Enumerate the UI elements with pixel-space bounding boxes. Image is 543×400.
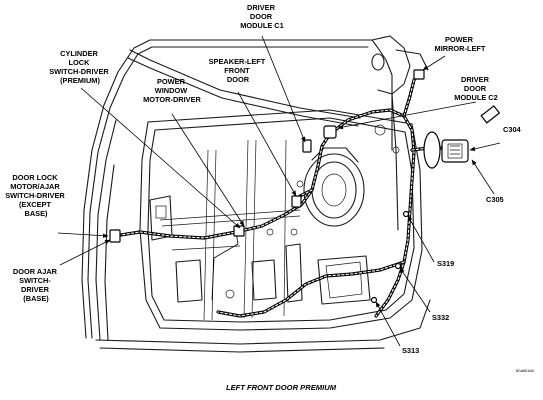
label-speaker-left-front: SPEAKER-LEFT FRONT DOOR — [209, 57, 268, 84]
label-driver-door-module-c1: DRIVER DOOR MODULE C1 — [240, 3, 284, 30]
label-c305: C305 — [486, 195, 504, 204]
label-s313: S313 — [402, 346, 419, 355]
door-inner-details — [149, 124, 400, 321]
door-lock-connector — [109, 229, 121, 243]
splice-s332-dot — [394, 262, 402, 270]
speaker-connector — [291, 195, 302, 208]
label-power-window-motor: POWER WINDOW MOTOR-DRIVER — [143, 77, 201, 104]
mirror-connector — [413, 69, 425, 80]
figure-code: 80a80166 — [516, 368, 535, 373]
label-driver-door-module-c2: DRIVER DOOR MODULE C2 — [454, 75, 498, 102]
leader-lines — [57, 35, 501, 347]
c304-c305-connector — [423, 131, 469, 169]
label-s332: S332 — [432, 313, 449, 322]
label-door-ajar-switch: DOOR AJAR SWITCH- DRIVER (BASE) — [13, 267, 59, 303]
splice-s313-dot — [370, 296, 378, 304]
c2-tab — [480, 105, 501, 124]
label-s319: S319 — [437, 259, 454, 268]
module-c1-connector — [302, 139, 312, 153]
label-cylinder-lock-switch: CYLINDER LOCK SWITCH-DRIVER (PREMIUM) — [49, 49, 111, 85]
label-c304: C304 — [503, 125, 522, 134]
label-door-lock-motor: DOOR LOCK MOTOR/AJAR SWITCH-DRIVER (EXCE… — [5, 173, 67, 218]
wiring-harness — [112, 70, 444, 318]
door-frame — [81, 35, 431, 353]
diagram-title: LEFT FRONT DOOR PREMIUM — [226, 383, 337, 392]
components — [109, 69, 501, 304]
label-power-mirror-left: POWER MIRROR-LEFT — [435, 35, 486, 53]
module-c2-connector — [323, 125, 337, 139]
splice-s319-dot — [402, 210, 410, 218]
